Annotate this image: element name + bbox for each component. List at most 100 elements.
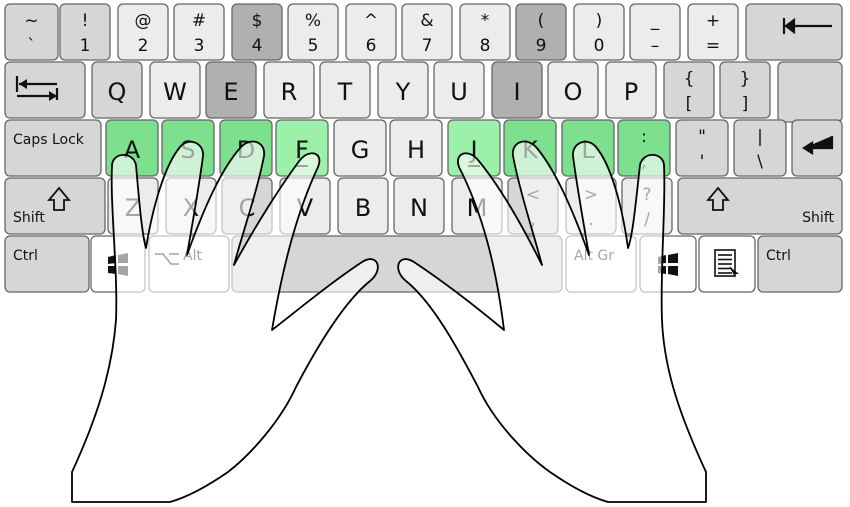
key-letter: Q: [108, 78, 127, 106]
key-q[interactable]: Q: [91, 61, 143, 119]
key-cap: [4, 235, 90, 293]
key-bottom-legend: [: [686, 94, 693, 114]
key-top-legend: ): [596, 11, 603, 31]
key-5[interactable]: %5: [287, 3, 339, 61]
key-8[interactable]: *8: [459, 3, 511, 61]
key-top-legend: *: [481, 11, 490, 31]
key-lshift[interactable]: Shift: [4, 177, 106, 235]
key-top-legend: ": [698, 127, 706, 147]
key-letter: J: [468, 136, 477, 164]
key-top-legend: ^: [364, 11, 378, 31]
key-3[interactable]: #3: [173, 3, 225, 61]
key-top-legend: +: [706, 11, 720, 31]
key-rctrl[interactable]: Ctrl: [757, 235, 843, 293]
shift-arrow-icon: [47, 186, 71, 211]
key-cap: [4, 119, 102, 177]
key-bottom-legend: 2: [138, 36, 149, 56]
key-cap: [459, 3, 511, 61]
key-backslash[interactable]: |\: [733, 119, 787, 177]
key-r[interactable]: R: [263, 61, 315, 119]
tab-arrow-icon: [15, 76, 59, 100]
key-letter: R: [281, 78, 298, 106]
key-cap: [263, 61, 315, 119]
key-tab[interactable]: [4, 61, 86, 119]
key-letter: W: [163, 78, 187, 106]
key-lbracket[interactable]: {[: [663, 61, 715, 119]
hands-outline-icon: [71, 140, 707, 503]
key-label: Shift: [13, 210, 45, 226]
key-top-legend: :: [641, 127, 647, 147]
key-t[interactable]: T: [319, 61, 371, 119]
key-rshift[interactable]: Shift: [677, 177, 843, 235]
key-e[interactable]: E: [205, 61, 257, 119]
key-letter: O: [564, 78, 583, 106]
key-cap: [491, 61, 543, 119]
key-top-legend: }: [740, 69, 751, 89]
key-equals[interactable]: +=: [687, 3, 739, 61]
key-lctrl[interactable]: Ctrl: [4, 235, 90, 293]
key-p[interactable]: P: [605, 61, 657, 119]
key-backtick[interactable]: ~`: [4, 3, 59, 61]
key-enter-top[interactable]: [777, 61, 843, 123]
key-bottom-legend: \: [757, 152, 763, 172]
key-2[interactable]: @2: [117, 3, 169, 61]
key-y[interactable]: Y: [377, 61, 429, 119]
key-letter: P: [624, 78, 638, 106]
key-letter: I: [513, 78, 520, 106]
key-g[interactable]: G: [333, 119, 387, 177]
key-cap: [333, 119, 387, 177]
key-cap: [675, 119, 729, 177]
key-top-legend: {: [684, 69, 695, 89]
key-minus[interactable]: _–: [629, 3, 681, 61]
key-cap: [319, 61, 371, 119]
key-bottom-legend: =: [706, 36, 720, 56]
key-menu[interactable]: [698, 235, 756, 293]
key-enter[interactable]: [791, 119, 843, 177]
key-o[interactable]: O: [547, 61, 599, 119]
key-bottom-legend: 4: [252, 36, 263, 56]
key-bottom-legend: –: [651, 36, 660, 56]
key-4[interactable]: $4: [231, 3, 283, 61]
key-cap: [173, 3, 225, 61]
key-cap: [629, 3, 681, 61]
key-i[interactable]: I: [491, 61, 543, 119]
key-capslock[interactable]: Caps Lock: [4, 119, 102, 177]
key-w[interactable]: W: [149, 61, 201, 119]
key-b[interactable]: B: [337, 177, 389, 235]
key-9[interactable]: (9: [515, 3, 567, 61]
key-cap: [91, 61, 143, 119]
key-cap: [4, 177, 106, 235]
key-cap: [515, 3, 567, 61]
key-cap: [677, 177, 843, 235]
key-cap: [733, 119, 787, 177]
key-h[interactable]: H: [389, 119, 443, 177]
key-cap: [433, 61, 485, 119]
key-cap: [393, 177, 445, 235]
key-cap: [4, 3, 59, 61]
key-bottom-legend: `: [27, 36, 36, 56]
key-7[interactable]: &7: [401, 3, 453, 61]
key-cap: [719, 61, 771, 119]
key-bottom-legend: ]: [742, 94, 749, 114]
key-label: Ctrl: [13, 248, 38, 264]
key-1[interactable]: !1: [59, 3, 111, 61]
key-cap: [605, 61, 657, 119]
key-backspace[interactable]: [745, 3, 843, 61]
key-top-legend: $: [252, 11, 263, 31]
key-n[interactable]: N: [393, 177, 445, 235]
key-label: Shift: [802, 210, 834, 226]
key-rbracket[interactable]: }]: [719, 61, 771, 119]
key-quote[interactable]: "': [675, 119, 729, 177]
key-0[interactable]: )0: [573, 3, 625, 61]
key-bottom-legend: 7: [422, 36, 433, 56]
key-letter: N: [410, 194, 428, 222]
key-6[interactable]: ^6: [345, 3, 397, 61]
key-letter: E: [223, 78, 238, 106]
key-label: Ctrl: [766, 248, 791, 264]
key-u[interactable]: U: [433, 61, 485, 119]
key-cap: [345, 3, 397, 61]
context-menu-icon: [714, 249, 739, 279]
key-letter: G: [351, 136, 370, 164]
